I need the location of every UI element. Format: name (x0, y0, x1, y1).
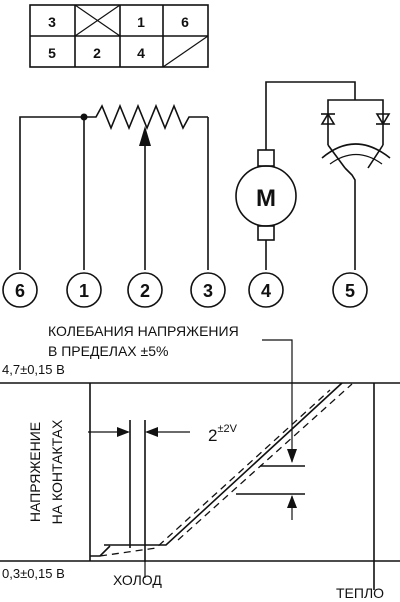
lower-voltage-label: 0,3±0,15 В (2, 566, 65, 581)
fluctuation-arrow-icon (287, 495, 297, 508)
potentiometer-circuit (19, 103, 209, 270)
motor-circuit: M (235, 81, 356, 270)
pin-table-cell: 4 (137, 45, 145, 61)
y-axis-label-line1: НАПРЯЖЕНИЕ (27, 422, 43, 522)
pin-label: 1 (79, 281, 89, 301)
pin-terminals: 6 1 2 3 4 5 (2, 272, 368, 308)
y-axis-label-line2: НА КОНТАКТАХ (49, 419, 65, 524)
pin-label: 3 (203, 281, 213, 301)
pin-label: 6 (15, 281, 25, 301)
tolerance-band-upper (177, 383, 353, 541)
x-label-cold: ХОЛОД (113, 572, 162, 588)
empty-cell-slash-icon (162, 35, 209, 68)
contact-arc (321, 143, 391, 159)
tolerance-label: 2±2V (208, 423, 238, 445)
note-pointer-line (262, 339, 293, 462)
tolerance-arrow-icon (117, 427, 130, 437)
fluctuation-note-line2: В ПРЕДЕЛАХ ±5% (48, 343, 168, 359)
limit-switch-circuit (320, 99, 391, 270)
x-label-warm: ТЕПЛО (336, 585, 384, 601)
pin-table-cell: 2 (93, 45, 101, 61)
tolerance-band-lower (99, 389, 331, 557)
pin-label: 2 (140, 281, 150, 301)
voltage-graph: КОЛЕБАНИЯ НАПРЯЖЕНИЯ В ПРЕДЕЛАХ ±5% 4,7±… (0, 323, 400, 601)
wiper-arrow-icon (139, 126, 151, 146)
pin-table-cell: 6 (181, 14, 189, 30)
pin-label: 4 (261, 281, 271, 301)
resistor-zigzag (84, 103, 208, 131)
pin-table-cell: 3 (48, 14, 56, 30)
tolerance-arrow-icon (145, 427, 158, 437)
motor-label: M (256, 185, 276, 212)
pin-label: 5 (345, 281, 355, 301)
characteristic-curve (104, 382, 343, 546)
fluctuation-note-line1: КОЛЕБАНИЯ НАПРЯЖЕНИЯ (48, 323, 239, 339)
connector-pin-table: 3 1 6 5 2 4 (29, 4, 209, 68)
diode-icon (375, 113, 391, 126)
diode-icon (320, 112, 336, 125)
pin-table-cell: 1 (137, 14, 145, 30)
upper-voltage-label: 4,7±0,15 В (2, 362, 65, 377)
pin-table-cell: 5 (48, 45, 56, 61)
